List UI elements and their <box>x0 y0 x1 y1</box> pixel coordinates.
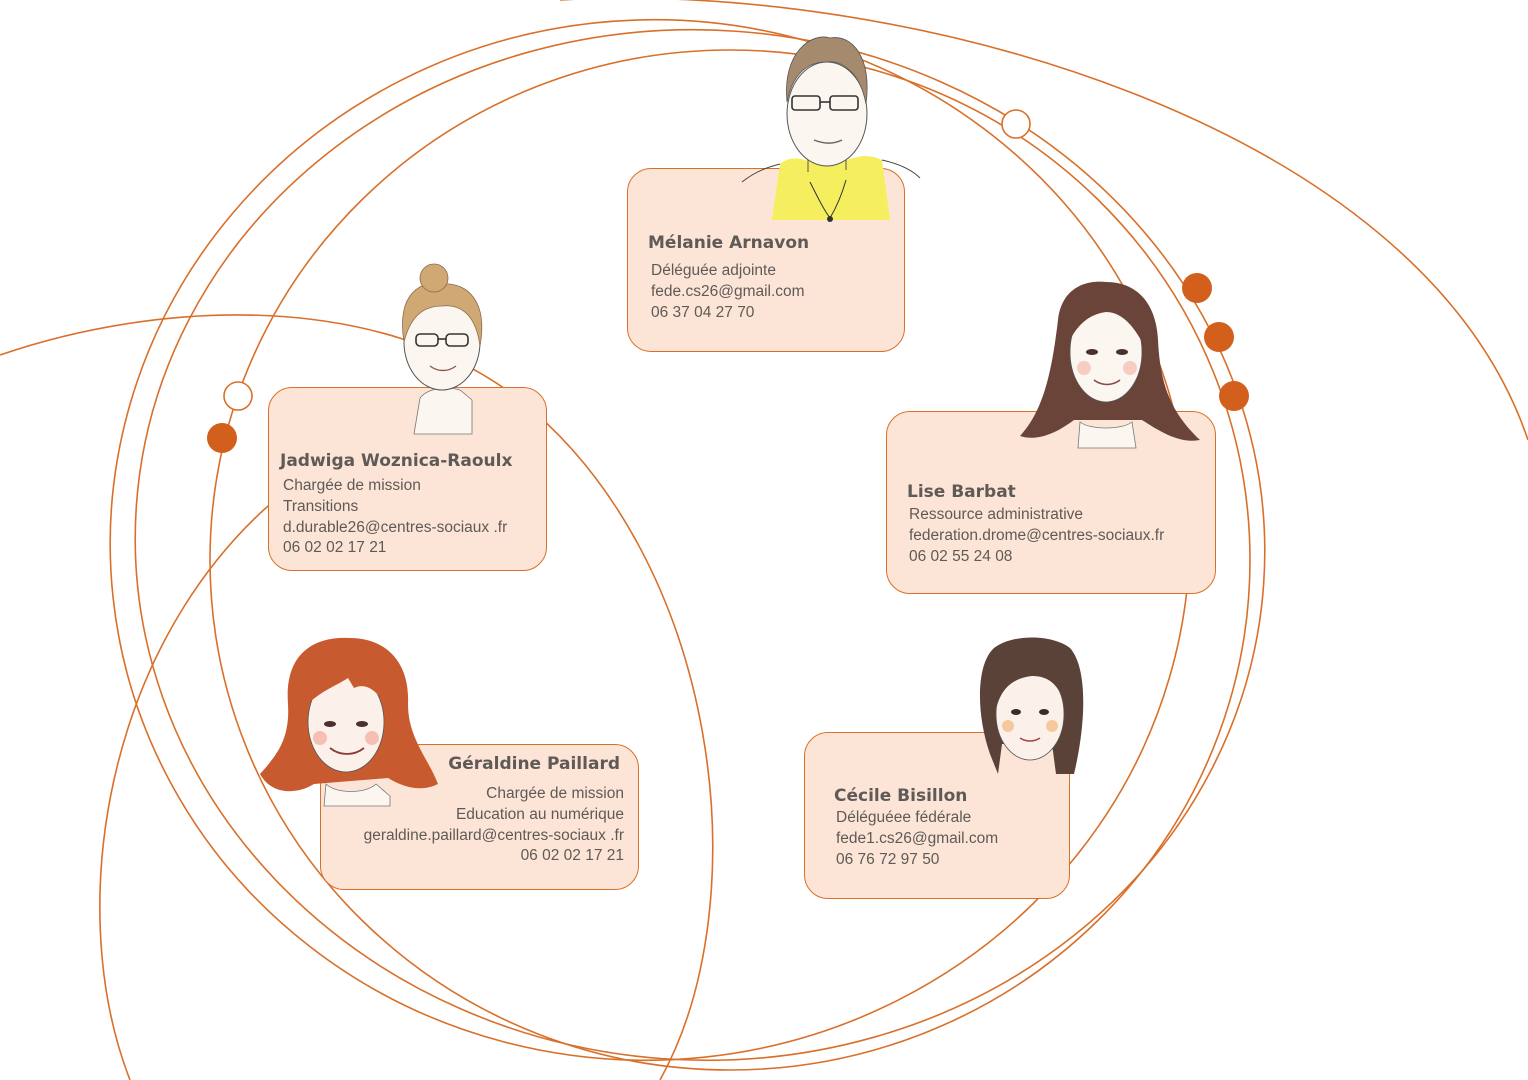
team-role: Déléguéee fédérale <box>836 809 972 826</box>
team-phone[interactable]: 06 02 02 17 21 <box>283 539 387 557</box>
orbit-dot-filled <box>207 423 237 453</box>
orbit-dot-hollow <box>223 381 253 411</box>
orbit-dot-filled <box>1182 273 1212 303</box>
orbit-dot-hollow <box>1001 109 1031 139</box>
orbit-arc-bottom <box>99 479 301 1080</box>
team-email[interactable]: geraldine.paillard@centres-sociaux .fr <box>363 826 624 844</box>
portrait-cecile <box>979 637 1084 774</box>
team-details-jadwiga: Chargée de mission Transitions d.durable… <box>283 476 507 559</box>
team-role: Déléguée adjointe <box>651 262 776 279</box>
orbit-dot-filled <box>1219 381 1249 411</box>
team-details-lise: Ressource administrative federation.drom… <box>909 505 1164 567</box>
team-phone[interactable]: 06 02 55 24 08 <box>909 547 1013 565</box>
team-details-cecile: Déléguéee fédérale fede1.cs26@gmail.com … <box>836 808 998 870</box>
team-role: Chargée de mission <box>283 477 421 494</box>
orbit-arc-right <box>560 0 1528 441</box>
team-name-cecile: Cécile Bisillon <box>834 786 968 806</box>
team-details-geraldine: Chargée de mission Education au numériqu… <box>364 784 624 867</box>
team-role: Ressource administrative <box>909 506 1084 523</box>
team-role-detail: Transitions <box>283 497 359 515</box>
team-name-lise: Lise Barbat <box>907 482 1016 502</box>
orbit-ring-inner <box>209 49 1251 1071</box>
team-phone[interactable]: 06 37 04 27 70 <box>651 303 755 321</box>
team-details-melanie: Déléguée adjointe fede.cs26@gmail.com 06… <box>651 261 805 323</box>
team-name-melanie: Mélanie Arnavon <box>648 233 810 253</box>
orbit-ring-center <box>134 28 1266 1062</box>
team-role: Chargée de mission <box>486 785 624 802</box>
team-name-geraldine: Géraldine Paillard <box>448 754 620 774</box>
orbit-dot-filled <box>1204 322 1234 352</box>
team-email[interactable]: d.durable26@centres-sociaux .fr <box>283 518 508 536</box>
team-email[interactable]: fede1.cs26@gmail.com <box>836 829 999 847</box>
team-role-detail: Education au numérique <box>455 805 624 823</box>
team-email[interactable]: fede.cs26@gmail.com <box>651 282 805 300</box>
portrait-jadwiga <box>402 263 483 435</box>
team-phone[interactable]: 06 76 72 97 50 <box>836 850 940 868</box>
team-name-jadwiga: Jadwiga Woznica-Raoulx <box>280 451 513 471</box>
team-email[interactable]: federation.drome@centres-sociaux.fr <box>909 526 1165 544</box>
team-phone[interactable]: 06 02 02 17 21 <box>520 847 624 865</box>
portrait-melanie <box>741 36 921 222</box>
team-card-jadwiga <box>268 387 547 571</box>
orbit-arc-left <box>0 314 714 1080</box>
portrait-geraldine <box>260 637 438 807</box>
team-card-lise <box>886 411 1216 594</box>
portrait-lise <box>1020 281 1200 449</box>
